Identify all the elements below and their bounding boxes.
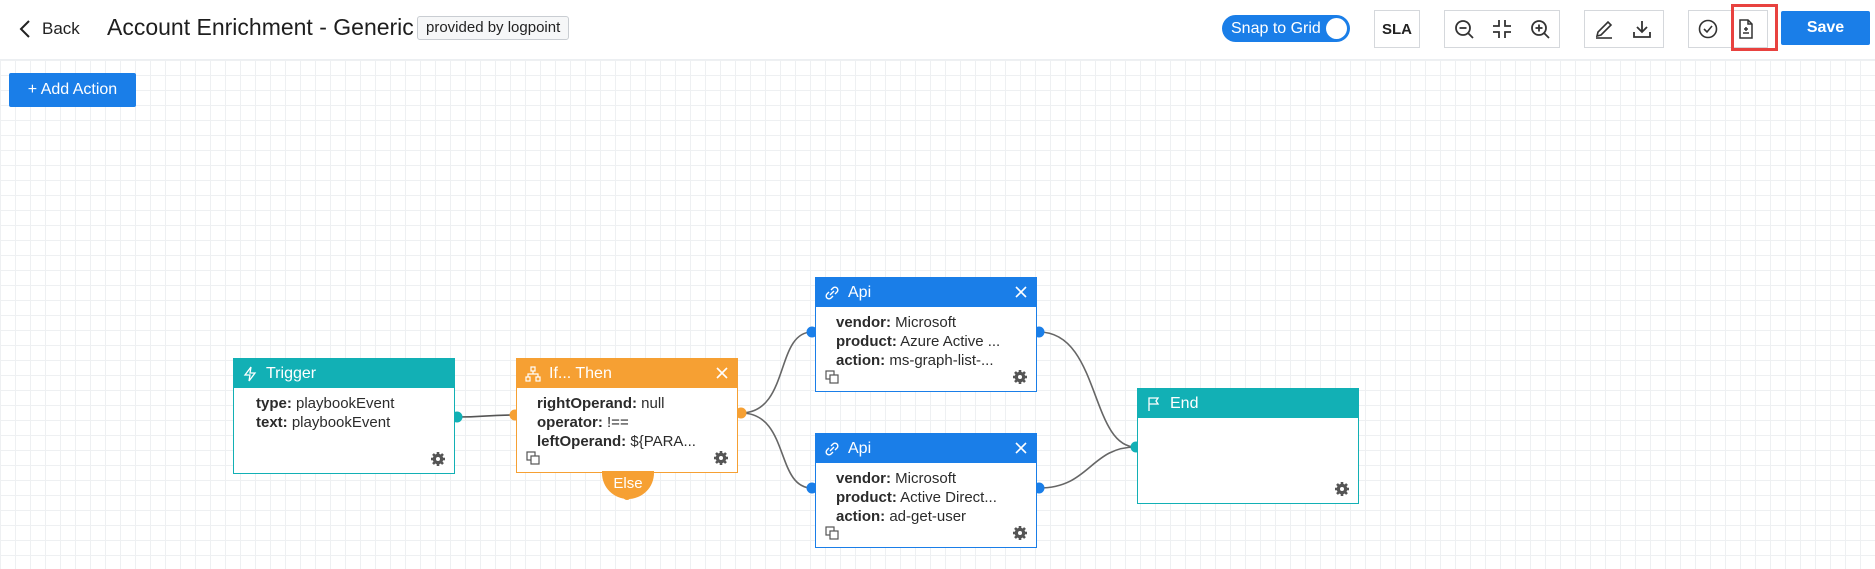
trigger-row-text: text: playbookEvent (256, 414, 391, 431)
zoom-in-icon (1531, 20, 1550, 39)
api-node-1-title: Api (848, 283, 872, 301)
if-then-node-body: rightOperand: null operator: !== leftOpe… (517, 388, 737, 451)
back-button[interactable]: Back (18, 16, 80, 42)
top-toolbar: Back Account Enrichment - Generic provid… (0, 0, 1875, 60)
snap-to-grid-label: Snap to Grid (1231, 20, 1321, 37)
if-then-node[interactable]: If... Then rightOperand: null operator: … (516, 358, 738, 473)
pencil-icon (1595, 20, 1613, 39)
snap-to-grid-toggle[interactable]: Snap to Grid (1222, 15, 1350, 42)
highlight-box (1731, 4, 1778, 51)
trigger-node-header: Trigger (234, 359, 454, 388)
if-then-row-left-operand: leftOperand: ${PARA... (537, 433, 696, 450)
gear-icon[interactable] (1012, 525, 1028, 541)
page-title: Account Enrichment - Generic (107, 14, 414, 40)
close-icon[interactable] (1013, 284, 1029, 300)
copy-icon[interactable] (526, 451, 540, 465)
collapse-arrows-icon (1493, 20, 1511, 38)
close-icon[interactable] (714, 365, 730, 381)
if-then-node-header: If... Then (517, 359, 737, 388)
check-circle-icon (1698, 19, 1718, 39)
gear-icon[interactable] (1012, 369, 1028, 385)
download-icon (1633, 21, 1651, 38)
sla-button[interactable]: SLA (1374, 10, 1420, 48)
if-then-row-operator: operator: !== (537, 414, 629, 431)
zoom-in-button[interactable] (1521, 11, 1559, 47)
end-node[interactable]: End (1137, 388, 1359, 504)
api-node-2-body: vendor: Microsoft product: Active Direct… (816, 463, 1036, 526)
trigger-row-type: type: playbookEvent (256, 395, 395, 412)
api-node-1[interactable]: Api vendor: Microsoft product: Azure Act… (815, 277, 1037, 392)
api-2-row-vendor: vendor: Microsoft (836, 470, 957, 487)
fit-to-screen-button[interactable] (1483, 11, 1521, 47)
copy-icon[interactable] (825, 370, 839, 384)
provider-badge: provided by logpoint (417, 16, 570, 40)
zoom-out-button[interactable] (1445, 11, 1483, 47)
api-2-row-action: action: ad-get-user (836, 508, 967, 525)
lightning-icon (243, 366, 257, 381)
trigger-node[interactable]: Trigger type: playbookEvent text: playbo… (233, 358, 455, 474)
if-then-row-right-operand: rightOperand: null (537, 395, 665, 412)
api-2-row-product: product: Active Direct... (836, 489, 997, 506)
hierarchy-icon (525, 365, 541, 382)
toggle-knob (1326, 18, 1347, 39)
api-1-row-product: product: Azure Active ... (836, 333, 1001, 350)
validate-document-controls (1688, 10, 1768, 48)
save-button[interactable]: Save (1781, 11, 1870, 45)
add-action-button[interactable]: + Add Action (9, 73, 136, 107)
chevron-left-icon (19, 20, 30, 38)
sla-label: SLA (1382, 20, 1412, 38)
add-document-button[interactable] (1727, 11, 1765, 47)
validate-button[interactable] (1689, 11, 1727, 47)
if-then-node-title: If... Then (549, 364, 612, 382)
api-node-2[interactable]: Api vendor: Microsoft product: Active Di… (815, 433, 1037, 548)
end-node-header: End (1138, 389, 1358, 418)
link-icon (825, 285, 839, 300)
back-label: Back (42, 19, 80, 38)
end-node-title: End (1170, 394, 1199, 412)
document-plus-icon (1739, 19, 1753, 39)
api-node-1-body: vendor: Microsoft product: Azure Active … (816, 307, 1036, 370)
zoom-out-icon (1455, 20, 1474, 39)
close-icon[interactable] (1013, 440, 1029, 456)
api-node-1-header: Api (816, 278, 1036, 307)
api-1-row-vendor: vendor: Microsoft (836, 314, 957, 331)
zoom-controls (1444, 10, 1560, 48)
trigger-node-title: Trigger (266, 364, 317, 382)
copy-icon[interactable] (825, 526, 839, 540)
gear-icon[interactable] (713, 450, 729, 466)
gear-icon[interactable] (1334, 481, 1350, 497)
download-button[interactable] (1623, 11, 1661, 47)
gear-icon[interactable] (430, 451, 446, 467)
api-node-2-title: Api (848, 439, 872, 457)
api-node-2-header: Api (816, 434, 1036, 463)
edit-export-controls (1584, 10, 1664, 48)
api-1-row-action: action: ms-graph-list-... (836, 352, 994, 369)
link-icon (825, 441, 839, 456)
trigger-node-body: type: playbookEvent text: playbookEvent (234, 388, 454, 432)
edit-button[interactable] (1585, 11, 1623, 47)
flag-icon (1148, 396, 1160, 411)
